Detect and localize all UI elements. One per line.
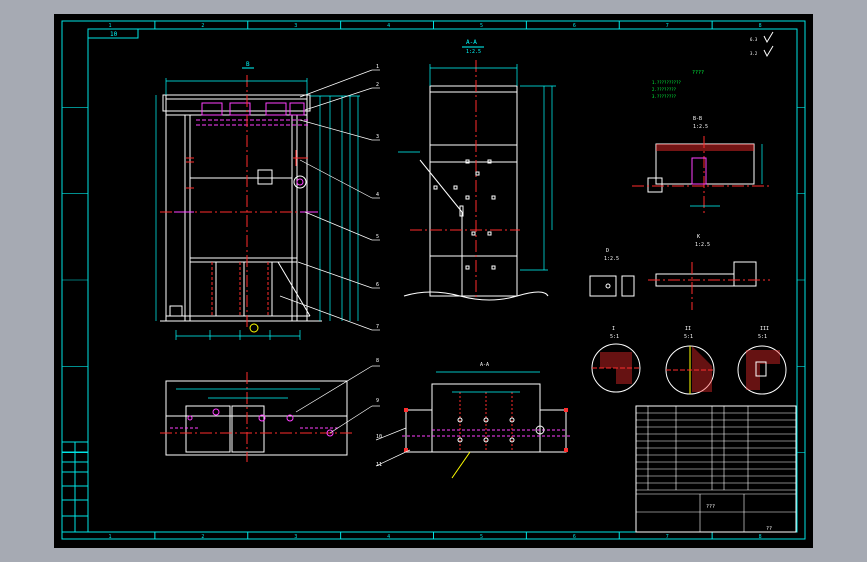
section-aa-scale: 1:2.5 <box>466 49 481 55</box>
plan-view[interactable] <box>160 365 380 462</box>
balloon-10: 10 <box>376 434 382 440</box>
title-block-name: ??? <box>706 504 715 510</box>
left-revision-table <box>61 441 89 533</box>
view-k-scale: 1:2.5 <box>695 242 710 248</box>
title-block-code: ?? <box>766 526 772 532</box>
balloon-9: 9 <box>376 398 379 404</box>
detail-1-scale: 5:1 <box>610 334 619 340</box>
zone-number-bottom: 8 <box>759 534 762 540</box>
zone-number-bottom: 3 <box>294 534 297 540</box>
section-a-bottom-label: A-A <box>480 362 489 368</box>
zone-markers-top: 1 2 3 4 5 6 7 8 <box>61 21 806 29</box>
zone-markers-bottom: 1 2 3 4 5 6 7 8 <box>61 532 806 540</box>
zone-number-top: 1 <box>108 23 111 29</box>
roughness-label-1: 6.3 <box>750 37 758 42</box>
balloon-labels: 1 2 3 4 5 6 7 8 9 10 11 <box>376 64 382 468</box>
detail-3-label: III <box>760 326 769 332</box>
front-view[interactable]: B <box>155 61 360 340</box>
balloon-5: 5 <box>376 234 379 240</box>
section-bb-scale: 1:2.5 <box>693 124 708 130</box>
section-bb[interactable]: B-B 1:2.5 <box>632 116 770 216</box>
detail-2-label: II <box>685 326 691 332</box>
drawing-sheet <box>54 14 813 548</box>
inner-frame <box>87 28 798 533</box>
zone-number-bottom: 5 <box>480 534 483 540</box>
zone-number-top: 3 <box>294 23 297 29</box>
zone-number-top: 8 <box>759 23 762 29</box>
zone-number-bottom: 7 <box>666 534 669 540</box>
surface-roughness-symbols: 6.3 3.2 <box>750 31 774 58</box>
view-d[interactable]: D 1:2.5 <box>589 248 635 297</box>
technical-notes: ???? 1.?????????? 2.???????? 3.???????? <box>652 70 704 99</box>
tech-note-2: 2.???????? <box>652 87 677 92</box>
zone-number-top: 7 <box>666 23 669 29</box>
detail-1-label: I <box>612 326 615 332</box>
side-view[interactable]: A-A 1:2.5 <box>398 39 556 301</box>
top-left-label-box <box>87 28 139 39</box>
section-a-bottom[interactable]: A-A <box>375 362 570 479</box>
zone-number-bottom: 4 <box>387 534 390 540</box>
detail-3-scale: 5:1 <box>758 334 767 340</box>
view-d-label: D <box>606 248 609 254</box>
view-k-label: K <box>697 234 700 240</box>
zone-number-top: 5 <box>480 23 483 29</box>
bom-table[interactable]: ??? ?? <box>635 405 797 533</box>
front-view-leaders <box>279 69 380 331</box>
balloon-1: 1 <box>376 64 379 70</box>
roughness-label-2: 3.2 <box>750 51 758 56</box>
section-aa-label: A-A <box>466 39 477 46</box>
tech-notes-title: ???? <box>692 70 704 76</box>
zone-number-bottom: 2 <box>201 534 204 540</box>
top-left-label: 10 <box>110 31 118 38</box>
balloon-7: 7 <box>376 324 379 330</box>
tech-note-3: 3.???????? <box>652 94 677 99</box>
zone-number-top: 6 <box>573 23 576 29</box>
detail-2-scale: 5:1 <box>684 334 693 340</box>
balloon-3: 3 <box>376 134 379 140</box>
balloon-6: 6 <box>376 282 379 288</box>
zone-markers-side <box>62 107 805 453</box>
balloon-2: 2 <box>376 82 379 88</box>
zone-number-top: 2 <box>201 23 204 29</box>
zone-number-bottom: 1 <box>108 534 111 540</box>
view-d-scale: 1:2.5 <box>604 256 619 262</box>
detail-views[interactable]: I 5:1 II 5:1 III 5:1 <box>591 326 787 395</box>
section-bb-label: B-B <box>693 116 702 122</box>
balloon-11: 11 <box>376 462 382 468</box>
tech-note-1: 1.?????????? <box>652 80 681 85</box>
zone-number-top: 4 <box>387 23 390 29</box>
front-view-label: B <box>246 61 250 68</box>
balloon-8: 8 <box>376 358 379 364</box>
zone-number-bottom: 6 <box>573 534 576 540</box>
balloon-4: 4 <box>376 192 379 198</box>
view-k[interactable]: K 1:2.5 <box>648 234 770 310</box>
